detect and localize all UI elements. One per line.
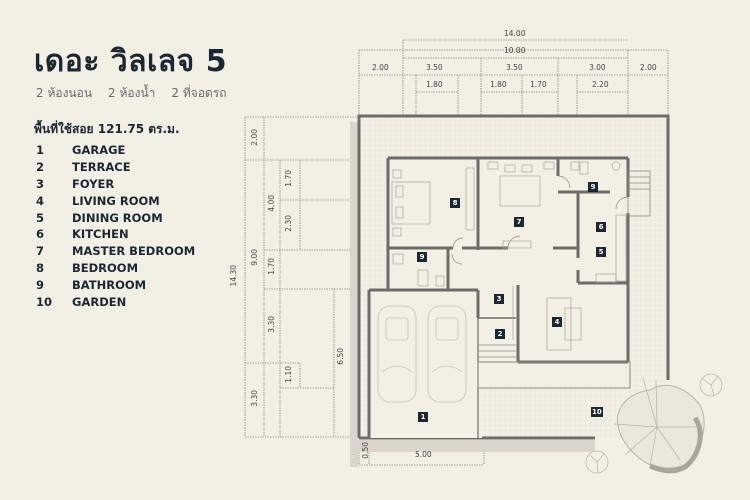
dim-left-total: 14.30 [229,265,238,287]
dim-top-row3-1: 1.80 [490,80,507,89]
site-boundary [357,114,670,438]
room-tag-garden: 10 [591,407,603,417]
legend-item: 1 GARAGE [36,142,195,159]
legend-item: 3 FOYER [36,176,195,193]
legend-label: FOYER [72,176,115,191]
dim-left-garage: 6.50 [336,348,345,365]
legend-number: 10 [36,294,53,309]
legend-number: 3 [36,176,45,191]
feature-bathrooms: 2 ห้องน้ำ [108,86,156,100]
feature-list: 2 ห้องนอน 2 ห้องน้ำ 2 ที่จอดรถ [36,84,227,103]
dim-top-row3-3: 2.20 [592,80,609,89]
dimension-lines [244,39,669,466]
page-title: เดอะ วิลเลจ 5 [34,44,228,79]
usable-area: พื้นที่ใช้สอย 121.75 ตร.ม. [34,122,180,136]
legend-label: KITCHEN [72,227,129,242]
legend-label: LIVING ROOM [72,193,160,208]
feature-bedrooms: 2 ห้องนอน [36,86,93,100]
dim-top-row2-4: 2.00 [640,63,657,72]
legend-number: 1 [36,143,45,158]
dim-top-row2-1: 3.50 [426,63,443,72]
room-tag-bathroom-a: 9 [417,252,427,262]
legend-label: GARDEN [72,294,127,309]
legend-item: 4 LIVING ROOM [36,192,195,209]
legend-number: 6 [36,227,45,242]
legend-item: 7 MASTER BEDROOM [36,243,195,260]
legend-label: MASTER BEDROOM [72,244,196,259]
dim-top-row2-2: 3.50 [506,63,523,72]
cars [377,305,467,403]
dim-left-outer-2: 3.30 [250,390,259,407]
dim-left-mid-2: 3.30 [267,316,276,333]
dim-left-outer-1: 9.00 [250,249,259,266]
dim-top-total: 14.00 [504,29,526,38]
legend-label: TERRACE [72,160,131,175]
legend-item: 2 TERRACE [36,159,195,176]
room-tag-bedroom: 8 [450,198,460,208]
feature-parking: 2 ที่จอดรถ [171,86,227,100]
legend-number: 8 [36,260,45,275]
dim-top-row2-3: 3.00 [589,63,606,72]
walls [367,156,630,438]
room-tag-dining: 5 [596,247,606,257]
legend-item: 5 DINING ROOM [36,209,195,226]
room-tag-master-bedroom: 7 [514,217,524,227]
room-tag-garage: 1 [418,412,428,422]
room-tag-living: 4 [552,317,562,327]
room-legend: 1 GARAGE 2 TERRACE 3 FOYER 4 LIVING ROOM 5 DI… [36,142,195,310]
legend-label: BATHROOM [72,277,147,292]
dim-left-inner-1: 2.30 [284,215,293,232]
legend-number: 9 [36,277,45,292]
tree [585,373,723,474]
legend-label: GARAGE [72,143,126,158]
legend-label: DINING ROOM [72,210,163,225]
room-tag-bathroom-b: 9 [588,182,598,192]
dim-top-row3-2: 1.70 [530,80,547,89]
legend-item: 10 GARDEN [36,293,195,310]
dim-left-inner-2: 1.10 [284,366,293,383]
dim-top-row3-0: 1.80 [426,80,443,89]
legend-number: 5 [36,210,45,225]
dim-left-mid-1: 1.70 [267,258,276,275]
dim-left-inner-0: 1.70 [284,170,293,187]
legend-item: 9 BATHROOM [36,276,195,293]
legend-item: 8 BEDROOM [36,260,195,277]
dim-top-inner: 10.00 [504,46,526,55]
room-tag-terrace: 2 [495,329,505,339]
legend-label: BEDROOM [72,260,139,275]
legend-number: 7 [36,244,45,259]
room-tag-foyer: 3 [494,294,504,304]
legend-number: 2 [36,160,45,175]
dim-bottom-garage: 5.00 [415,450,432,459]
room-tag-kitchen: 6 [596,222,606,232]
dim-bottom-offset: 0.50 [361,442,370,459]
dim-left-mid-0: 4.00 [267,195,276,212]
legend-number: 4 [36,193,45,208]
legend-item: 6 KITCHEN [36,226,195,243]
dim-left-outer-0: 2.00 [250,129,259,146]
dim-top-row2-0: 2.00 [372,63,389,72]
